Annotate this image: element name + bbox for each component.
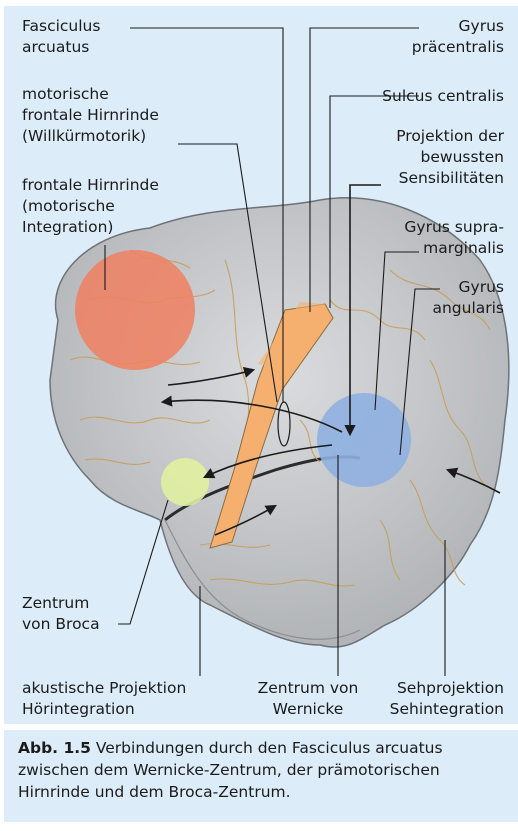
figure-caption: Abb. 1.5 Verbindungen durch den Fascicul…	[18, 737, 513, 803]
label-sulcus-centralis: Sulcus centralis	[382, 86, 504, 107]
label-gyrus-praecentralis: Gyrus präcentralis	[412, 16, 504, 58]
figure-number: Abb. 1.5	[18, 739, 91, 757]
wernicke-area	[317, 393, 411, 487]
label-fasciculus-arcuatus: Fasciculus arcuatus	[22, 16, 100, 58]
label-broca-center: Zentrum von Broca	[22, 593, 100, 635]
caption-box: Abb. 1.5 Verbindungen durch den Fascicul…	[4, 730, 518, 822]
frontal-cortex-area	[75, 250, 195, 370]
label-gyrus-angularis: Gyrus angularis	[432, 277, 504, 319]
label-wernicke-center: Zentrum von Wernicke	[248, 678, 368, 720]
label-sensory-projection: Projektion der bewussten Sensibilitäten	[396, 126, 504, 189]
label-frontal-cortex: frontale Hirnrinde (motorische Integrati…	[22, 175, 159, 238]
broca-area	[161, 458, 209, 506]
label-acoustic-projection: akustische Projektion Hörintegration	[22, 678, 186, 720]
label-visual-projection: Sehprojektion Sehintegration	[390, 678, 504, 720]
label-gyrus-supramarginalis: Gyrus supra- marginalis	[404, 217, 504, 259]
label-motor-frontal-cortex: motorische frontale Hirnrinde (Willkürmo…	[22, 84, 159, 147]
